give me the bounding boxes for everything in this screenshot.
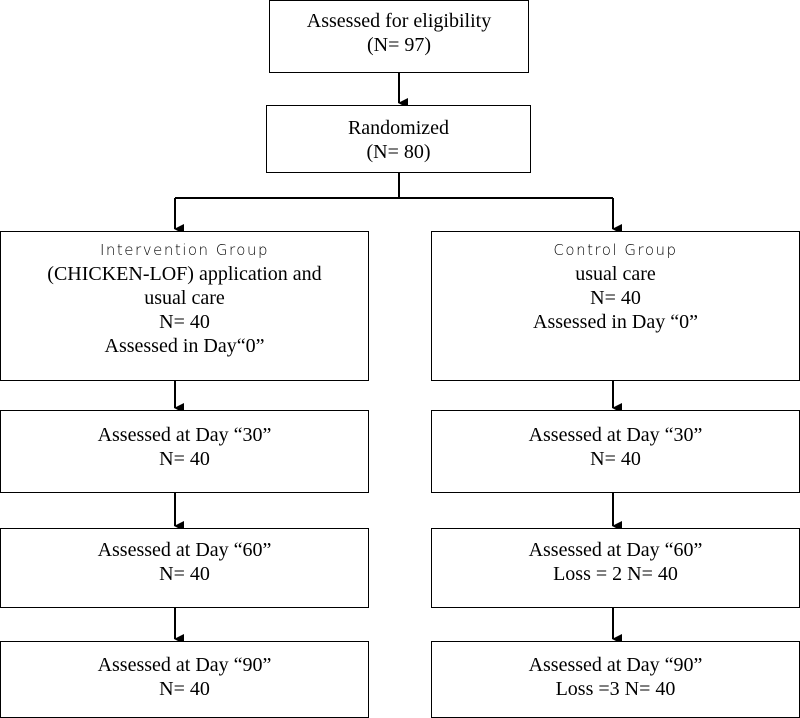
control-day30-box: Assessed at Day “30” N= 40 [431,410,800,493]
eligibility-count: (N= 97) [366,34,432,56]
control-day60-label: Assessed at Day “60” [528,539,703,561]
control-day60-box: Assessed at Day “60” Loss = 2 N= 40 [431,528,800,608]
control-description: usual care [575,263,656,285]
intervention-day90-box: Assessed at Day “90” N= 40 [0,641,369,718]
control-day90-box: Assessed at Day “90” Loss =3 N= 40 [431,641,800,718]
randomized-count: (N= 80) [366,141,431,163]
intervention-day90-label: Assessed at Day “90” [97,654,272,676]
intervention-day30-box: Assessed at Day “30” N= 40 [0,410,369,493]
control-day90-label: Assessed at Day “90” [528,654,703,676]
randomized-box: Randomized (N= 80) [266,105,531,173]
intervention-group-box: Intervention Group (CHICKEN-LOF) applica… [0,231,369,381]
intervention-assessment: Assessed in Day“0” [104,335,265,357]
intervention-description: (CHICKEN-LOF) application and usual care [47,263,322,309]
eligibility-title: Assessed for eligibility [306,10,492,32]
randomized-title: Randomized [347,117,450,139]
control-assessment: Assessed in Day “0” [533,311,698,333]
control-day30-count: N= 40 [590,448,641,470]
control-group-box: Control Group usual care N= 40 Assessed … [431,231,800,381]
control-count: N= 40 [590,287,641,309]
control-day60-count: Loss = 2 N= 40 [553,563,678,585]
intervention-group-title: Intervention Group [100,241,269,259]
intervention-day60-label: Assessed at Day “60” [97,539,272,561]
intervention-day90-count: N= 40 [159,678,210,700]
control-group-title: Control Group [553,241,678,259]
intervention-day60-box: Assessed at Day “60” N= 40 [0,528,369,608]
control-day30-label: Assessed at Day “30” [528,424,703,446]
intervention-day60-count: N= 40 [159,563,210,585]
intervention-day30-label: Assessed at Day “30” [97,424,272,446]
control-day90-count: Loss =3 N= 40 [555,678,676,700]
eligibility-box: Assessed for eligibility (N= 97) [269,0,529,73]
intervention-count: N= 40 [159,311,210,333]
intervention-day30-count: N= 40 [159,448,210,470]
